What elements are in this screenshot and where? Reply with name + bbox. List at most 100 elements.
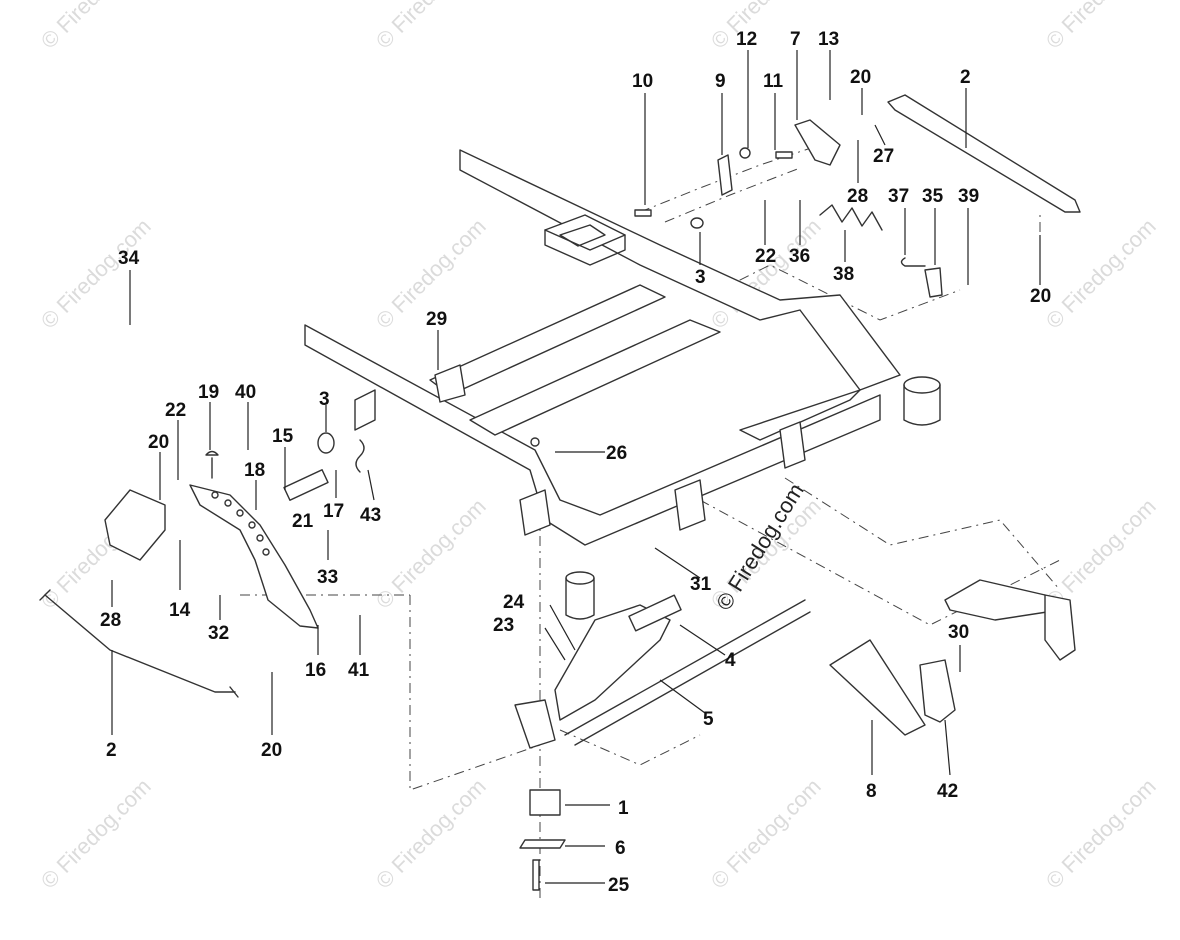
callout-3: 3 [319,389,330,410]
frame-cross-member-mid [469,319,721,436]
callout-41: 41 [348,660,370,681]
extension-spring [819,204,883,231]
callout-15: 15 [272,426,294,447]
callout-37: 37 [888,186,909,207]
callout-40: 40 [235,382,256,403]
watermark: © Firedog.com [36,774,156,894]
callout-25: 25 [608,875,630,896]
callout-34: 34 [118,248,140,269]
rh-lift-rod [829,639,926,736]
callout-32: 32 [208,623,229,644]
spacer-bushing [317,432,335,454]
bell-crank [794,119,841,166]
frame-bracket-left [354,389,376,431]
watermark: © Firedog.com [36,214,156,334]
torsion-spring [355,439,365,473]
callout-20: 20 [148,432,169,453]
pin-upper [634,209,652,217]
frame-nut [530,437,540,447]
nut-upper [739,147,751,159]
rh-pivot-plate [919,659,956,723]
lower-assembly [514,579,1076,891]
callout-29: 29 [426,309,447,330]
watermark: © Firedog.com [1041,494,1161,614]
callout-labels: 10 9 1 2 7 13 11 20 2 27 28 37 35 39 22 3… [100,29,1051,896]
callout-39: 39 [958,186,979,207]
callout-24: 24 [503,592,525,613]
upper-right-assembly [634,94,1081,298]
lever-arm [104,489,166,561]
callout-31: 31 [690,574,712,595]
callout-17: 17 [323,501,344,522]
callout-43: 43 [360,505,381,526]
pivot-bracket-left [514,699,556,749]
frame-bracket-right [779,421,806,469]
callout-22: 22 [165,400,186,421]
callout-18: 18 [244,460,265,481]
callout-27: 27 [873,146,894,167]
spring-bracket [924,267,943,298]
callout-33: 33 [317,567,338,588]
leader-lines [111,50,1041,884]
callout-35: 35 [922,186,944,207]
callout-22: 22 [755,246,776,267]
frame-spindle-tube [903,376,941,394]
frame-pivot-tube [565,571,595,585]
pivot-arm [554,604,671,721]
frame-bracket-lower [519,489,551,536]
lower-plate [519,839,566,849]
callout-36: 36 [789,246,810,267]
callout-20: 20 [850,67,871,88]
callout-28: 28 [847,186,868,207]
cross-shaft [564,599,811,746]
watermark: © Firedog.com [371,494,491,614]
spring-cylinder [283,469,329,501]
copyright-notice: © Firedog.com [711,479,809,615]
lift-rod-left [44,594,236,693]
callout-38: 38 [833,264,854,285]
callout-2: 2 [106,740,117,761]
callout-19: 19 [198,382,219,403]
callout-20: 20 [1030,286,1051,307]
callout-9: 9 [715,71,726,92]
callout-28: 28 [100,610,121,631]
pin-short [775,151,793,159]
callout-26: 26 [606,443,627,464]
lower-bolt [532,859,540,891]
callout-14: 14 [169,600,191,621]
callout-16: 16 [305,660,326,681]
frame-cross-member-rear [739,389,861,441]
callout-7: 7 [790,29,801,50]
callout-20: 20 [261,740,282,761]
frame-right-rail [459,149,901,391]
frame-bracket-upper [434,364,466,403]
callout-3: 3 [695,267,706,288]
callout-21: 21 [292,511,314,532]
watermark: © Firedog.com [706,0,826,54]
rh-lift-bracket [944,579,1061,621]
callout-2: 2 [960,67,971,88]
hinge-pin [205,450,219,479]
callout-30: 30 [948,622,969,643]
watermark: © Firedog.com [371,0,491,54]
rh-lift-plate [1044,594,1076,661]
callout-10: 10 [632,71,653,92]
rear-lift-rod [887,94,1081,213]
watermark-layer: © Firedog.com © Firedog.com © Firedog.co… [36,0,1161,894]
callout-13: 13 [818,29,839,50]
frame-bracket-mid [674,479,706,531]
height-adjust-assembly [39,432,365,698]
washer-upper [690,217,704,229]
callout-23: 23 [493,615,514,636]
watermark: © Firedog.com [1041,774,1161,894]
lower-clamp [529,789,561,816]
callout-11: 11 [763,71,784,92]
watermark: © Firedog.com [1041,214,1161,334]
watermark: © Firedog.com [706,774,826,894]
callout-1: 1 [618,798,629,819]
watermark: © Firedog.com [36,0,156,54]
frame-cross-member-front [429,284,666,396]
callout-42: 42 [937,781,958,802]
sleeve [628,594,682,632]
